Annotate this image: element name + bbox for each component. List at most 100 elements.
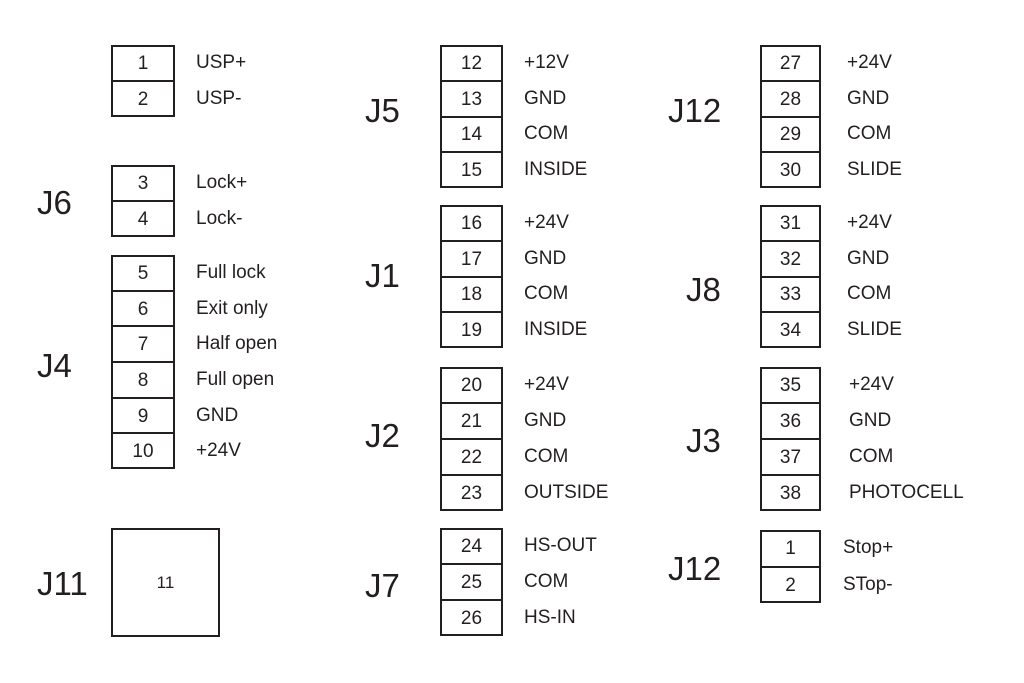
pin-divider (111, 325, 175, 327)
pin-signal: Lock+ (196, 172, 248, 193)
pin-number: 12 (460, 52, 483, 74)
pin-number: 27 (779, 52, 802, 74)
pin-signal: +24V (847, 51, 892, 73)
pin-divider (440, 563, 503, 565)
pin-number: 7 (137, 334, 149, 356)
connector-label-j12b: J12 (668, 550, 722, 587)
connector-label-j11: J11 (37, 565, 88, 602)
connector-label-j5: J5 (365, 92, 400, 129)
pin-divider (760, 276, 821, 278)
pin-number: 19 (460, 320, 483, 342)
pin-divider (760, 566, 821, 568)
pin-signal: PHOTOCELL (849, 482, 964, 503)
pin-divider (440, 599, 503, 601)
terminal-block-j7 (440, 528, 503, 636)
pin-divider (440, 438, 503, 440)
pin-number: 37 (779, 447, 802, 468)
pin-number: 5 (137, 262, 149, 284)
pin-signal: HS-OUT (524, 535, 597, 556)
pin-signal: +24V (524, 374, 569, 395)
pin-number: 16 (460, 212, 483, 234)
pin-number: 11 (156, 572, 175, 592)
pin-signal: USP+ (196, 52, 247, 73)
pin-number: 25 (460, 572, 483, 593)
pin-number: 13 (460, 88, 483, 110)
pin-signal: Exit only (196, 297, 268, 319)
pin-divider (440, 240, 503, 242)
pin-number: 32 (779, 248, 802, 270)
pin-divider (760, 402, 821, 404)
pin-signal: Lock- (196, 208, 243, 229)
pin-number: 24 (460, 536, 483, 557)
pin-divider (760, 80, 821, 82)
pin-divider (440, 402, 503, 404)
pin-divider (760, 151, 821, 153)
pin-signal: HS-IN (524, 607, 576, 628)
pin-number: 29 (779, 124, 802, 146)
pin-signal: COM (524, 123, 569, 145)
pin-signal: GND (524, 247, 567, 269)
pin-signal: USP- (196, 88, 242, 109)
pin-divider (111, 361, 175, 363)
pin-signal: COM (524, 283, 569, 305)
connector-label-j2: J2 (365, 417, 400, 454)
pin-number: 23 (460, 483, 483, 504)
pin-signal: Stop+ (843, 537, 894, 559)
pin-signal: GND (849, 410, 892, 431)
pin-number: 2 (785, 574, 796, 596)
pin-signal: SLIDE (847, 319, 902, 341)
pin-signal: GND (524, 87, 567, 109)
pin-signal: +12V (524, 51, 569, 73)
pin-signal: +24V (849, 374, 894, 395)
pin-number: 8 (137, 369, 149, 391)
pin-divider (440, 151, 503, 153)
pin-divider (760, 116, 821, 118)
connector-label-j7: J7 (365, 567, 400, 604)
pin-signal: OUTSIDE (524, 482, 609, 503)
pin-divider (111, 80, 175, 82)
pin-number: 34 (779, 320, 802, 342)
pin-divider (760, 474, 821, 476)
pin-signal: INSIDE (524, 319, 588, 341)
pin-divider (111, 397, 175, 399)
pin-divider (440, 474, 503, 476)
pin-signal: Full lock (196, 261, 266, 283)
pin-number: 36 (779, 411, 802, 432)
pin-signal: INSIDE (524, 159, 588, 181)
pin-number: 33 (779, 284, 802, 306)
connector-label-j1: J1 (365, 257, 400, 294)
pin-signal: GND (196, 404, 239, 426)
pin-number: 26 (460, 608, 483, 629)
pin-number: 10 (132, 441, 154, 463)
terminal-block-j11 (111, 528, 220, 637)
pin-signal: COM (849, 446, 894, 467)
pin-signal: Full open (196, 368, 275, 390)
pin-signal: GND (847, 87, 890, 109)
pin-number: 17 (460, 248, 483, 270)
connector-label-j12a: J12 (668, 92, 722, 129)
pin-number: 35 (779, 375, 802, 396)
pin-signal: +24V (524, 211, 569, 233)
pin-divider (440, 80, 503, 82)
pin-number: 15 (460, 160, 483, 182)
pin-signal: +24V (847, 211, 892, 233)
pin-divider (111, 432, 175, 434)
connector-label-j3: J3 (686, 422, 721, 459)
pin-signal: GND (847, 247, 890, 269)
pin-divider (760, 311, 821, 313)
pin-number: 20 (460, 375, 483, 396)
pin-signal: Half open (196, 333, 278, 355)
pin-divider (440, 116, 503, 118)
pin-number: 14 (460, 124, 483, 146)
pin-number: 1 (137, 53, 149, 74)
pin-number: 30 (779, 160, 802, 182)
pin-divider (440, 311, 503, 313)
connector-label-j4: J4 (37, 347, 72, 384)
pin-number: 2 (137, 89, 149, 110)
pin-number: 18 (460, 284, 483, 306)
connector-label-j6: J6 (37, 184, 72, 221)
pin-signal: COM (524, 571, 569, 592)
pin-number: 21 (460, 411, 483, 432)
pin-signal: SLIDE (847, 159, 902, 181)
